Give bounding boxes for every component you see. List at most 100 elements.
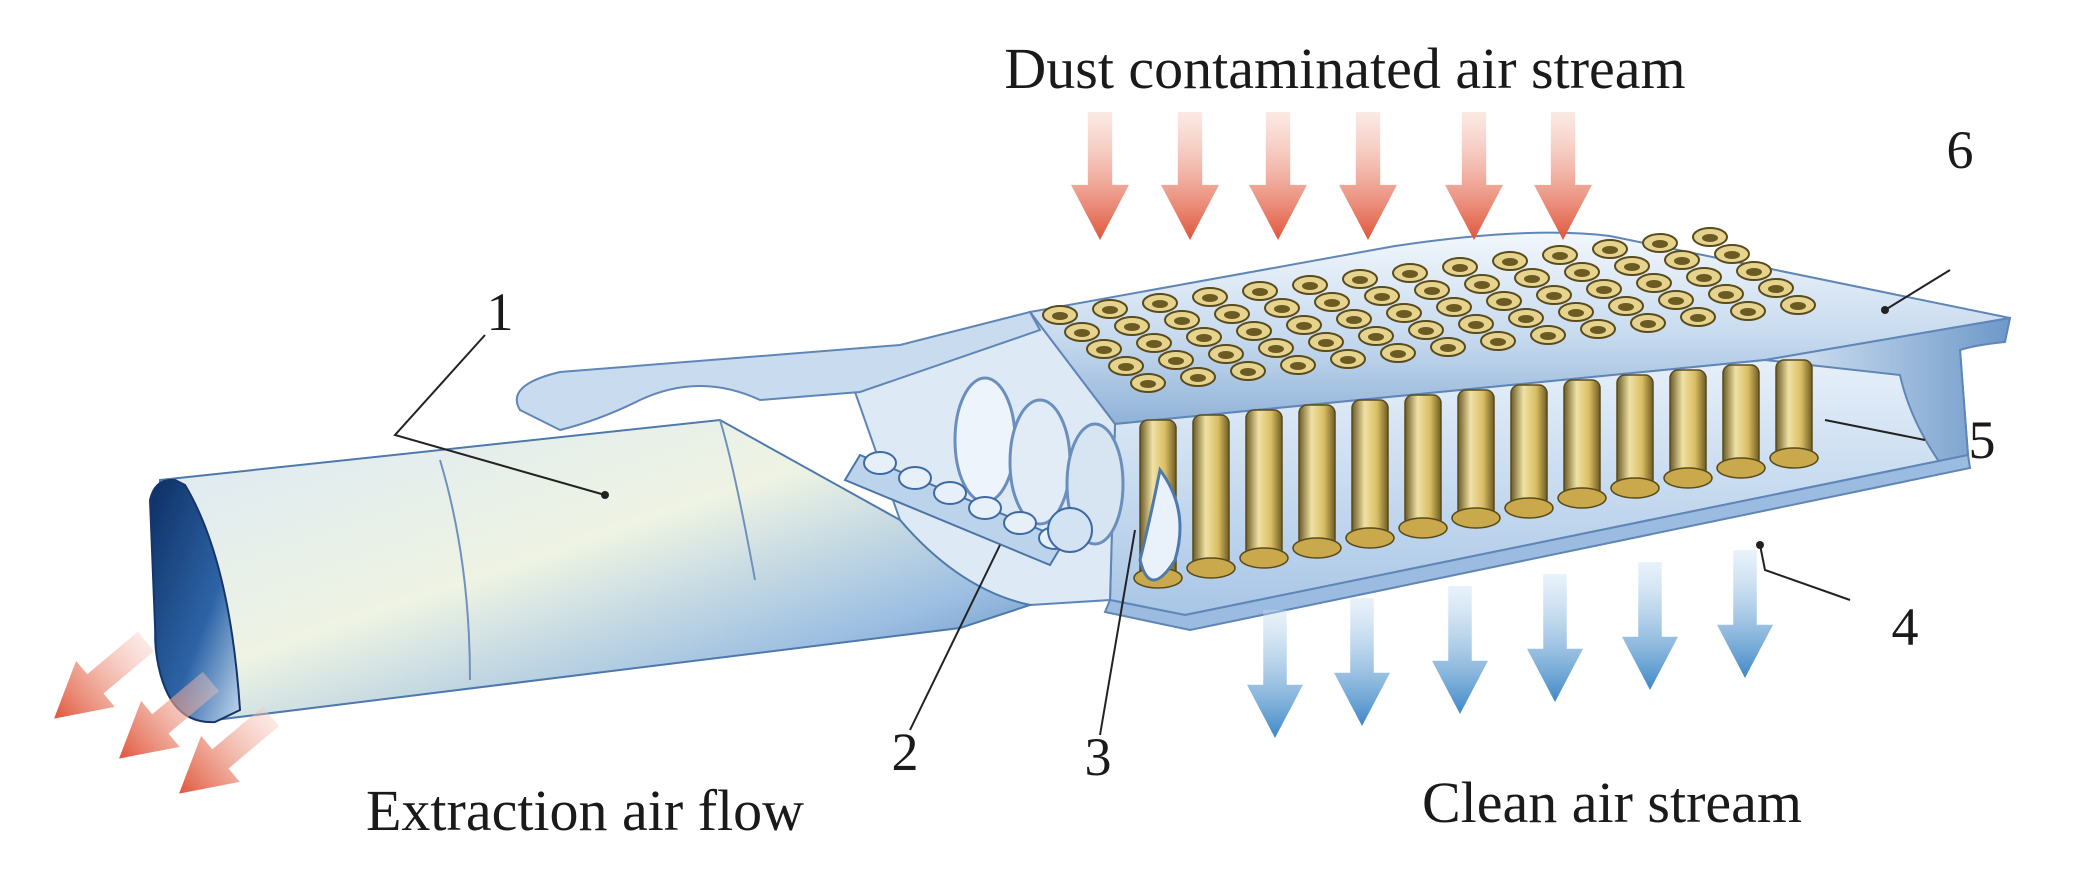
- cyclone-inlet-hole: [1352, 276, 1368, 284]
- clean-arrow: [1622, 562, 1678, 690]
- cyclone-inlet-hole: [1152, 300, 1168, 308]
- cyclone-inlet-hole: [1646, 280, 1662, 288]
- tube-outlet: [1769, 447, 1819, 469]
- callout-4: 4: [1892, 597, 1919, 657]
- cyclone-inlet-hole: [1296, 322, 1312, 330]
- cyclone-tube: [1192, 414, 1230, 569]
- label-extraction-air-flow: Extraction air flow: [366, 778, 804, 843]
- cyclone-inlet-hole: [1668, 297, 1684, 305]
- dust-arrow: [1339, 112, 1397, 240]
- tube-outlet: [1451, 507, 1501, 529]
- clean-arrow: [1334, 598, 1390, 726]
- leader-5: [1824, 419, 1926, 441]
- cyclone-inlet-hole: [1124, 323, 1140, 331]
- cyclone-inlet-hole: [1446, 304, 1462, 312]
- cyclone-inlet-hole: [1746, 268, 1762, 276]
- leader-4: [1759, 544, 1851, 601]
- tube-outlet: [1345, 527, 1395, 549]
- cyclone-inlet-hole: [1190, 374, 1206, 382]
- cyclone-inlet-hole: [1768, 285, 1784, 293]
- cyclone-inlet-hole: [1652, 240, 1668, 248]
- cyclone-inlet-hole: [1240, 368, 1256, 376]
- tube-outlet: [1292, 537, 1342, 559]
- cyclone-tube: [1510, 384, 1548, 509]
- tube-outlet: [1663, 467, 1713, 489]
- cyclone-inlet-hole: [1540, 332, 1556, 340]
- cyclone-inlet-hole: [1718, 291, 1734, 299]
- clean-arrow: [1432, 586, 1488, 714]
- cyclone-inlet-hole: [1174, 317, 1190, 325]
- cyclone-inlet-hole: [1546, 292, 1562, 300]
- baffle-ring: [1008, 398, 1072, 526]
- cyclone-inlet-hole: [1596, 286, 1612, 294]
- callout-5: 5: [1969, 410, 1996, 470]
- cyclone-inlet-hole: [1740, 308, 1756, 316]
- cyclone-inlet-hole: [1202, 294, 1218, 302]
- cyclone-inlet-hole: [1118, 363, 1134, 371]
- cyclone-inlet-hole: [1618, 303, 1634, 311]
- cyclone-inlet-hole: [1246, 328, 1262, 336]
- cyclone-tube: [1298, 404, 1336, 549]
- cyclone-inlet-hole: [1346, 316, 1362, 324]
- cyclone-inlet-hole: [1690, 314, 1706, 322]
- cyclone-inlet-hole: [1640, 320, 1656, 328]
- housing-bottom-lip: [1103, 453, 1972, 632]
- leader-dots: [601, 306, 1889, 549]
- scroll-vane: [1138, 466, 1182, 582]
- cyclone-tube: [1722, 364, 1760, 469]
- cyclone-inlet-hole: [1390, 350, 1406, 358]
- cyclone-inlet-grid: [1042, 227, 1816, 393]
- clean-air-arrows: [1247, 550, 1773, 738]
- cyclone-inlet-hole: [1374, 293, 1390, 301]
- cyclone-inlet-hole: [1524, 275, 1540, 283]
- callout-1: 1: [487, 282, 514, 342]
- cyclone-inlet-hole: [1474, 281, 1490, 289]
- clean-arrow: [1527, 574, 1583, 702]
- cyclone-inlet-hole: [1146, 340, 1162, 348]
- dust-air-arrows: [1071, 112, 1592, 240]
- leader-6: [1884, 269, 1951, 311]
- rotor-assembly: [843, 451, 1093, 567]
- inner-chamber: [843, 310, 1182, 607]
- cyclone-inlet-hole: [1424, 287, 1440, 295]
- cyclone-inlet-hole: [1590, 326, 1606, 334]
- cyclone-tube: [1245, 409, 1283, 559]
- tube-outlet: [1239, 547, 1289, 569]
- cyclone-tube: [1616, 374, 1654, 489]
- extraction-arrow: [119, 671, 220, 759]
- dust-arrow: [1161, 112, 1219, 240]
- cyclone-inlet-hole: [1268, 345, 1284, 353]
- tube-outlet: [1716, 457, 1766, 479]
- callout-6: 6: [1947, 120, 1974, 180]
- dust-arrow: [1445, 112, 1503, 240]
- cyclone-inlet-hole: [1624, 263, 1640, 271]
- leader-1: [393, 334, 606, 496]
- cyclone-inlet-hole: [1052, 312, 1068, 320]
- cyclone-inlet-hole: [1102, 306, 1118, 314]
- cyclone-inlet-hole: [1702, 234, 1718, 242]
- cyclone-inlet-hole: [1224, 311, 1240, 319]
- cyclone-inlet-hole: [1418, 327, 1434, 335]
- cyclone-tube: [1457, 389, 1495, 519]
- callout-2: 2: [892, 722, 919, 782]
- cyclone-inlet-hole: [1140, 380, 1156, 388]
- cyclone-inlet-hole: [1468, 321, 1484, 329]
- cyclone-inlet-hole: [1518, 315, 1534, 323]
- leader-3: [1099, 529, 1136, 736]
- tube-outlet: [1504, 497, 1554, 519]
- label-clean-air-stream: Clean air stream: [1422, 770, 1802, 835]
- cyclone-inlet-hole: [1396, 310, 1412, 318]
- cyclone-inlet-hole: [1318, 339, 1334, 347]
- extraction-arrow: [179, 706, 280, 794]
- extraction-air-arrows: [54, 631, 280, 794]
- cyclone-inlet-hole: [1218, 351, 1234, 359]
- cyclone-inlet-hole: [1452, 264, 1468, 272]
- clean-arrow: [1247, 610, 1303, 738]
- callout-3: 3: [1085, 727, 1112, 787]
- clean-arrow: [1717, 550, 1773, 678]
- dust-arrow: [1071, 112, 1129, 240]
- cyclone-inlet-hole: [1252, 288, 1268, 296]
- duct-manifold: [515, 310, 1042, 432]
- tube-outlet: [1186, 557, 1236, 579]
- tube-outlet: [1557, 487, 1607, 509]
